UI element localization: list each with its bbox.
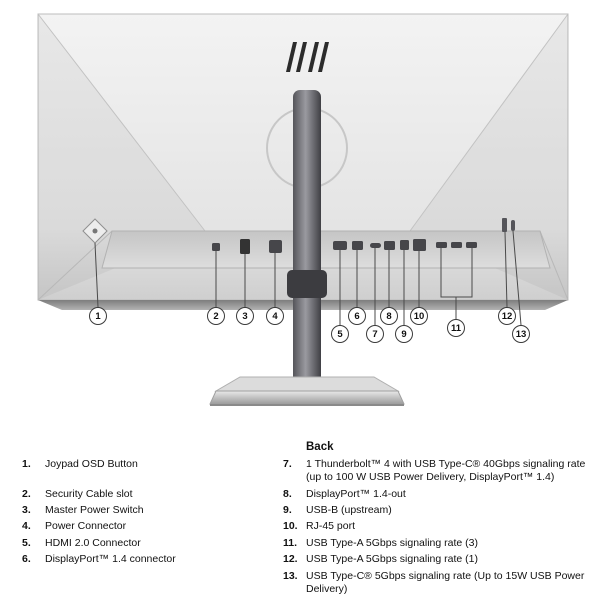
legend-item-4: 4. Power Connector <box>22 520 127 533</box>
thunderbolt-port-icon <box>370 243 381 248</box>
displayport-in-icon <box>352 241 363 250</box>
callout-6: 6 <box>348 307 366 325</box>
legend-title: Back <box>306 441 334 453</box>
callout-7: 7 <box>366 325 384 343</box>
legend-item-13: 13. USB Type-C® 5Gbps signaling rate (Up… <box>283 569 585 596</box>
rear-ports <box>212 218 515 254</box>
legend-item-8: 8. DisplayPort™ 1.4-out <box>283 487 406 500</box>
legend-item-12: 12. USB Type-A 5Gbps signaling rate (1) <box>283 553 478 566</box>
callout-3: 3 <box>236 307 254 325</box>
callout-12: 12 <box>498 307 516 325</box>
usb-b-port-icon <box>400 240 409 250</box>
legend-item-1: 1. Joypad OSD Button <box>22 457 138 470</box>
legend-item-5: 5. HDMI 2.0 Connector <box>22 536 141 549</box>
usb-a-port-icon <box>451 242 462 248</box>
legend-item-10: 10. RJ-45 port <box>283 520 356 533</box>
monitor-rear-illustration <box>37 13 569 406</box>
callout-11: 11 <box>447 319 465 337</box>
rj45-port-icon <box>413 239 426 251</box>
callout-4: 4 <box>266 307 284 325</box>
callout-8: 8 <box>380 307 398 325</box>
power-connector-icon <box>269 240 282 253</box>
legend-item-9: 9. USB-B (upstream) <box>283 504 392 517</box>
legend-item-11: 11. USB Type-A 5Gbps signaling rate (3) <box>283 536 478 549</box>
monitor-stand <box>209 90 405 406</box>
usb-a-port-icon <box>466 242 477 248</box>
callout-9: 9 <box>395 325 413 343</box>
callout-lines <box>94 230 522 326</box>
callout-13: 13 <box>512 325 530 343</box>
callout-2: 2 <box>207 307 225 325</box>
callout-1: 1 <box>89 307 107 325</box>
side-usb-c-port-icon <box>511 220 515 231</box>
legend-item-6: 6. DisplayPort™ 1.4 connector <box>22 553 176 566</box>
legend: Back 1. Joypad OSD Button 7. 1 Thunderbo… <box>22 440 592 597</box>
legend-item-7: 7. 1 Thunderbolt™ 4 with USB Type-C® 40G… <box>283 457 586 484</box>
usb-a-port-icon <box>436 242 447 248</box>
hdmi-port-icon <box>333 241 347 250</box>
side-usb-a-port-icon <box>502 218 507 232</box>
security-slot-icon <box>212 243 220 251</box>
power-switch-icon <box>240 239 250 254</box>
hp-logo <box>286 42 329 72</box>
legend-item-3: 3. Master Power Switch <box>22 504 144 517</box>
legend-item-2: 2. Security Cable slot <box>22 487 133 500</box>
displayport-out-icon <box>384 241 395 250</box>
callout-10: 10 <box>410 307 428 325</box>
callout-5: 5 <box>331 325 349 343</box>
